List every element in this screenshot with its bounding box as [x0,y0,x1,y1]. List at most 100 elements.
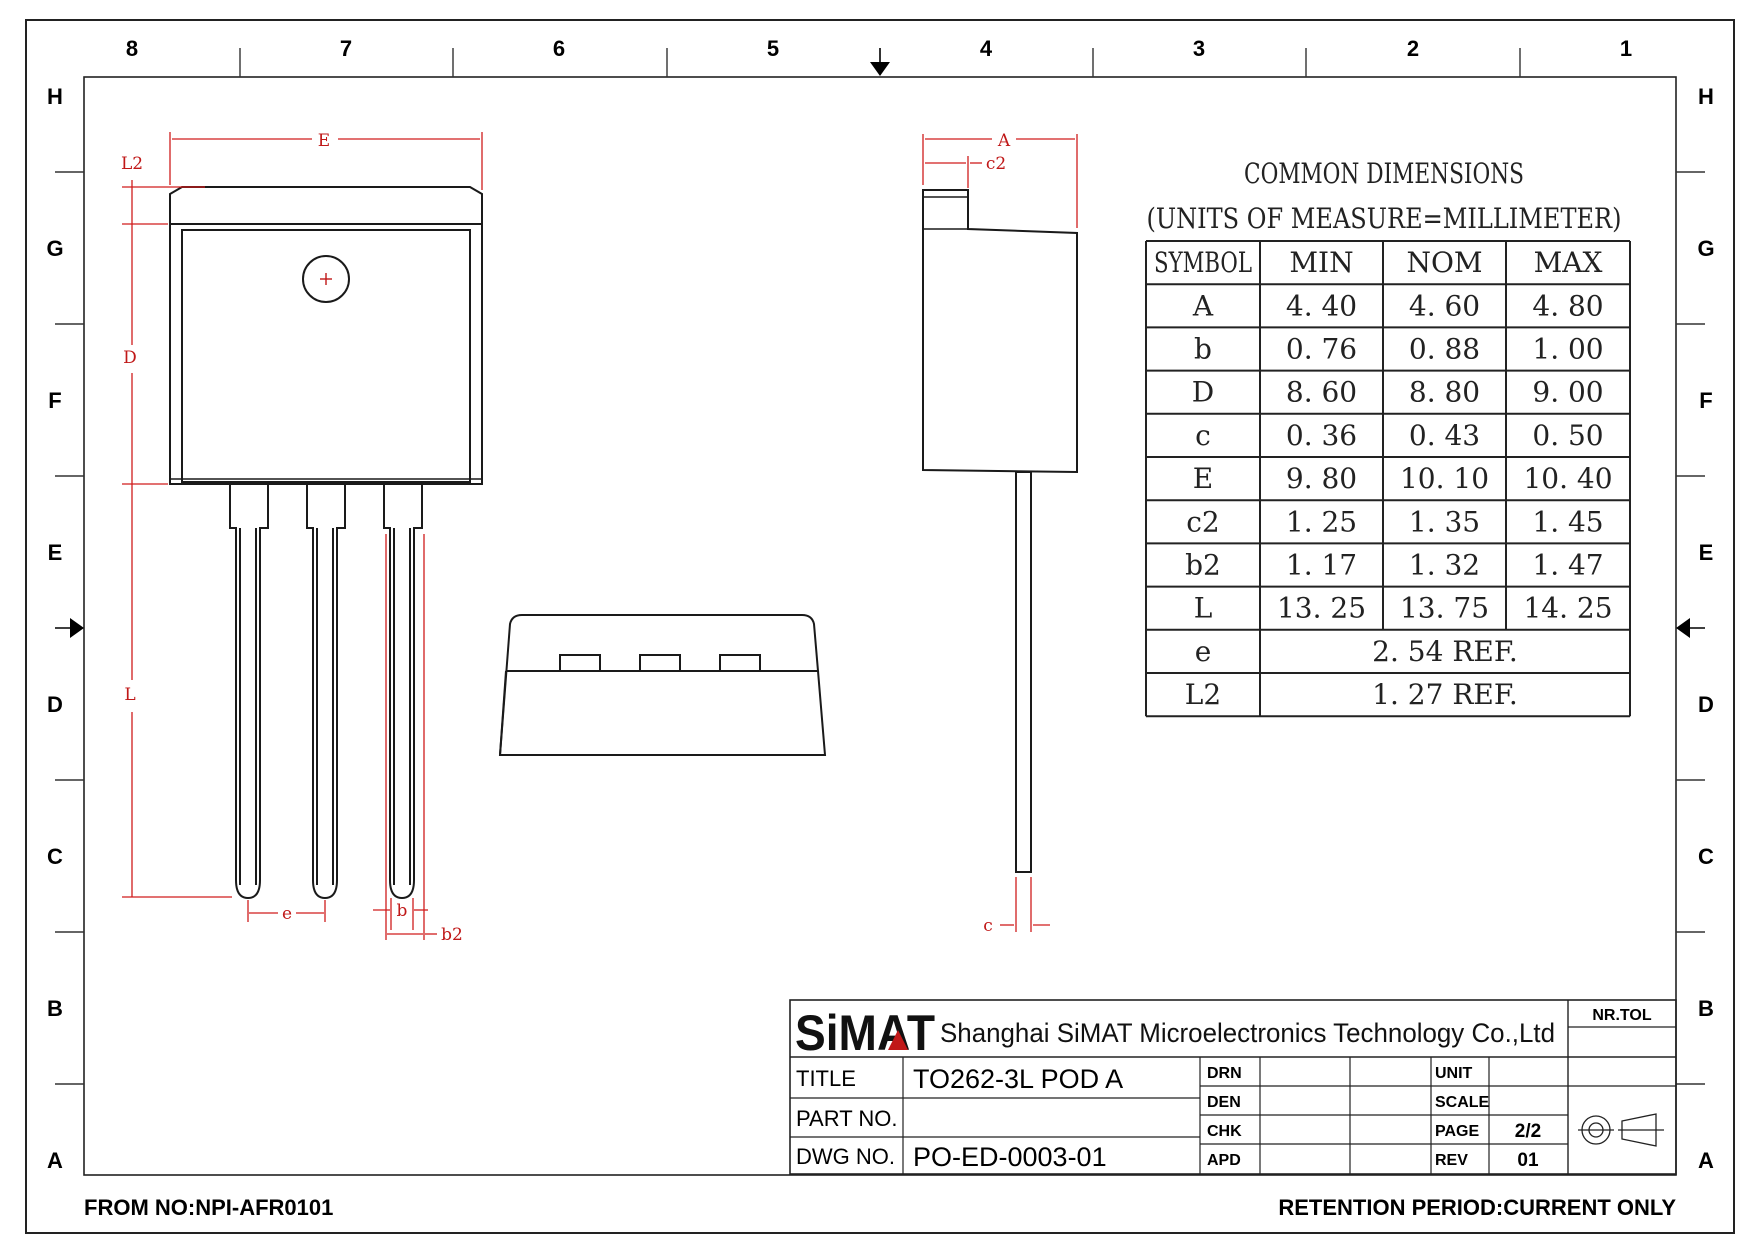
dimensions-table: COMMON DIMENSIONS (UNITS OF MEASURE=MILL… [1145,157,1631,718]
rev-label: REV [1435,1152,1468,1169]
table-cell-max: 1. 47 [1532,549,1603,582]
role-drn: DRN [1207,1065,1242,1082]
row-label: F [48,388,61,413]
table-cell-min: 0. 76 [1286,333,1357,366]
table-cell-max: 1. 00 [1532,333,1603,366]
logo-triangle [888,1030,908,1050]
row-label: B [47,996,63,1021]
company-name: Shanghai SiMAT Microelectronics Technolo… [940,1018,1555,1048]
table-cell-symbol: c [1195,419,1211,452]
row-label: B [1698,996,1714,1021]
role-apd: APD [1207,1152,1241,1169]
table-cell-nom: 1. 35 [1409,505,1480,538]
table-cell-max: 4. 80 [1532,289,1603,322]
table-cell-symbol: L [1194,592,1213,625]
column-label: 2 [1407,36,1419,61]
table-cell-min: 8. 60 [1286,376,1357,409]
table-cell-min: 13. 25 [1277,592,1366,625]
table-cell-ref: 2. 54 REF. [1372,635,1518,668]
row-label: G [46,236,63,261]
row-label: C [47,844,63,869]
row-label: E [48,540,63,565]
table-cell-max: 9. 00 [1532,376,1603,409]
projection-symbol-icon [1578,1113,1664,1147]
unit-label: UNIT [1435,1065,1473,1082]
table-cell-symbol: L2 [1185,678,1221,711]
dim-label-D: D [123,348,137,368]
column-ticks [239,48,1521,77]
footer-retention: RETENTION PERIOD:CURRENT ONLY [1278,1195,1676,1220]
dim-label-E: E [318,131,330,151]
lead-middle [306,484,346,900]
center-mark-arrow-right [1676,618,1690,638]
outer-border [25,19,1735,1234]
dim-label-L2: L2 [121,154,143,174]
table-cell-nom: 13. 75 [1400,592,1489,625]
table-cell-min: 1. 25 [1286,505,1357,538]
dim-label-L: L [124,685,135,705]
row-label: D [1698,692,1714,717]
row-label: F [1699,388,1712,413]
lead-left [229,484,269,900]
table-header-min: MIN [1289,246,1353,279]
row-label: C [1698,844,1714,869]
table-cell-nom: 10. 10 [1400,462,1489,495]
inner-border [83,76,1677,1176]
rev-value: 01 [1517,1150,1539,1171]
end-view [498,614,827,756]
table-cell-nom: 0. 88 [1409,333,1480,366]
table-cell-max: 10. 40 [1523,462,1612,495]
table-cell-min: 9. 80 [1286,462,1357,495]
column-label: 7 [340,36,352,61]
row-ticks [55,171,1705,1085]
column-label: 5 [767,36,779,61]
table-cell-symbol: A [1192,289,1214,322]
title-value: TO262-3L POD A [913,1064,1123,1094]
table-cell-nom: 0. 43 [1409,419,1480,452]
column-labels: 8 7 6 5 4 3 2 1 [126,36,1632,61]
dwg-no-label: DWG NO. [796,1144,895,1169]
footer-form-number: FROM NO:NPI-AFR0101 [84,1195,333,1220]
table-header-max: MAX [1534,246,1603,279]
row-label: E [1699,540,1714,565]
row-label: A [1698,1148,1714,1173]
table-cell-symbol: D [1192,376,1214,409]
part-no-label: PART NO. [796,1106,897,1131]
column-label: 4 [980,36,993,61]
row-label: D [47,692,63,717]
dim-label-e: e [282,904,292,924]
column-label: 1 [1620,36,1632,61]
dim-label-A: A [997,131,1011,151]
row-label: G [1697,236,1714,261]
scale-label: SCALE [1435,1094,1490,1111]
table-cell-min: 1. 17 [1286,549,1357,582]
mounting-hole-mark [302,255,350,303]
table-cell-nom: 4. 60 [1409,289,1480,322]
column-label: 3 [1193,36,1205,61]
dwg-no-value: PO-ED-0003-01 [913,1142,1107,1172]
row-label: H [47,84,63,109]
title-label: TITLE [796,1066,856,1091]
role-den: DEN [1207,1094,1241,1111]
dim-label-c2: c2 [986,154,1006,174]
dim-label-b2: b2 [441,925,463,945]
title-block: SiMAT Shanghai SiMAT Microelectronics Te… [789,999,1677,1175]
table-cell-min: 0. 36 [1286,419,1357,452]
table-title: COMMON DIMENSIONS [1244,157,1524,190]
row-label: A [47,1148,63,1173]
page-value: 2/2 [1515,1121,1541,1142]
table-cell-max: 1. 45 [1532,505,1603,538]
role-chk: CHK [1207,1123,1242,1140]
table-cell-symbol: c2 [1186,505,1220,538]
table-cell-symbol: b2 [1185,549,1221,582]
center-mark-arrow-left [70,618,84,638]
column-label: 8 [126,36,138,61]
page-label: PAGE [1435,1123,1479,1140]
dim-label-b: b [397,901,408,921]
lead-right [383,484,423,900]
table-cell-symbol: b [1194,333,1212,366]
table-cell-nom: 1. 32 [1409,549,1480,582]
table-cell-min: 4. 40 [1286,289,1357,322]
